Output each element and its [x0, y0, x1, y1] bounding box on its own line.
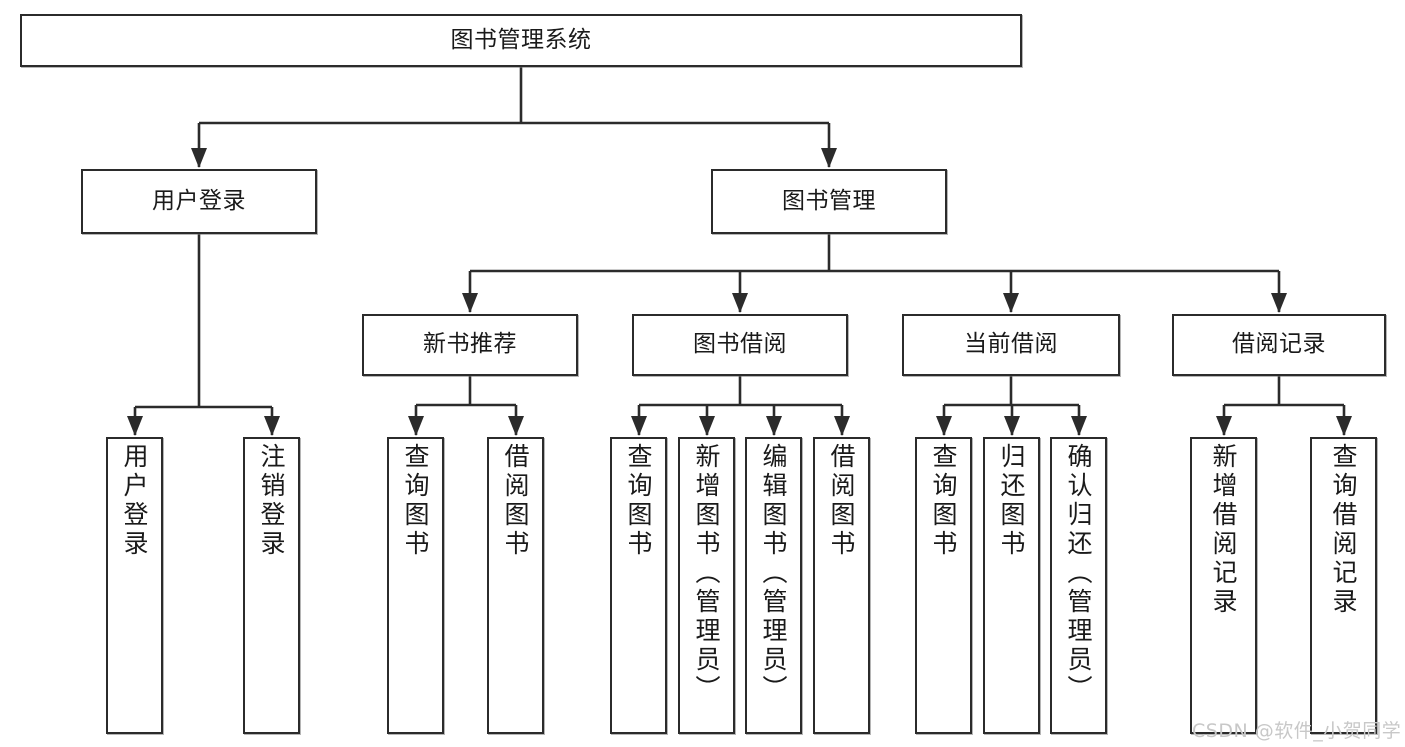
node-label: 确认归还（管理员）	[1064, 443, 1093, 704]
arrowhead-l4	[508, 416, 524, 436]
node-login[interactable]: 用户登录	[81, 169, 317, 234]
node-label: 图书管理	[782, 187, 876, 214]
node-l8[interactable]: 借阅图书	[813, 437, 870, 734]
node-label: 新增图书（管理员）	[692, 443, 721, 704]
node-label: 新增借阅记录	[1209, 443, 1238, 617]
node-l2[interactable]: 注销登录	[243, 437, 300, 734]
node-borrow[interactable]: 图书借阅	[632, 314, 848, 376]
node-l10[interactable]: 归还图书	[983, 437, 1040, 734]
arrowhead-login	[191, 148, 207, 168]
node-label: 查询图书	[401, 443, 430, 559]
node-label: 注销登录	[257, 443, 286, 559]
node-label: 当前借阅	[964, 331, 1058, 358]
node-newbook[interactable]: 新书推荐	[362, 314, 578, 376]
node-l7[interactable]: 编辑图书（管理员）	[745, 437, 802, 734]
arrowhead-l6	[699, 416, 715, 436]
node-records[interactable]: 借阅记录	[1172, 314, 1386, 376]
node-label: 用户登录	[120, 443, 149, 559]
node-label: 图书管理系统	[450, 26, 592, 53]
node-label: 借阅图书	[827, 443, 856, 559]
node-label: 编辑图书（管理员）	[759, 443, 788, 704]
arrowhead-l7	[766, 416, 782, 436]
arrowhead-newbook	[462, 293, 478, 313]
node-l6[interactable]: 新增图书（管理员）	[678, 437, 735, 734]
arrowhead-l5	[631, 416, 647, 436]
node-l3[interactable]: 查询图书	[387, 437, 444, 734]
node-label: 新书推荐	[423, 331, 517, 358]
node-l11[interactable]: 确认归还（管理员）	[1050, 437, 1107, 734]
arrowhead-l3	[408, 416, 424, 436]
arrowhead-l2	[264, 416, 280, 436]
arrowhead-l9	[936, 416, 952, 436]
arrowhead-l10	[1004, 416, 1020, 436]
node-l13[interactable]: 查询借阅记录	[1310, 437, 1377, 734]
node-label: 用户登录	[152, 187, 246, 214]
node-l9[interactable]: 查询图书	[915, 437, 972, 734]
node-l5[interactable]: 查询图书	[610, 437, 667, 734]
node-l1[interactable]: 用户登录	[106, 437, 163, 734]
arrowhead-current	[1003, 293, 1019, 313]
node-label: 借阅图书	[501, 443, 530, 559]
node-current[interactable]: 当前借阅	[902, 314, 1120, 376]
node-l4[interactable]: 借阅图书	[487, 437, 544, 734]
arrowhead-borrow	[732, 293, 748, 313]
arrowhead-l1	[127, 416, 143, 436]
arrowhead-l11	[1071, 416, 1087, 436]
node-label: 图书借阅	[693, 331, 787, 358]
node-label: 查询图书	[624, 443, 653, 559]
arrowhead-bookmgr	[821, 148, 837, 168]
node-label: 借阅记录	[1232, 331, 1326, 358]
node-label: 归还图书	[997, 443, 1026, 559]
arrowhead-l12	[1216, 416, 1232, 436]
arrowhead-l13	[1336, 416, 1352, 436]
node-label: 查询图书	[929, 443, 958, 559]
node-label: 查询借阅记录	[1329, 443, 1358, 617]
arrowhead-l8	[834, 416, 850, 436]
node-l12[interactable]: 新增借阅记录	[1190, 437, 1257, 734]
node-root[interactable]: 图书管理系统	[20, 14, 1022, 67]
arrowhead-records	[1271, 293, 1287, 313]
node-bookmgr[interactable]: 图书管理	[711, 169, 947, 234]
